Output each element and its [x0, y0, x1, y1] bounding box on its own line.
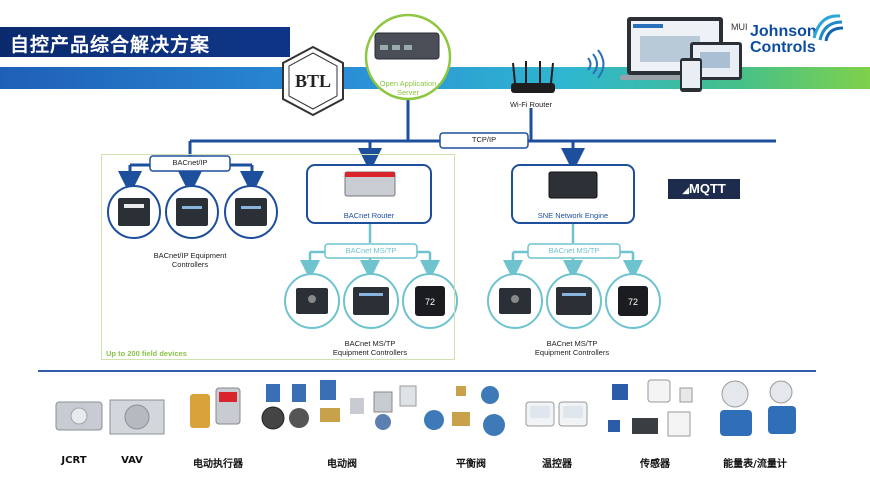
product-label-sensor: 传感器 — [640, 459, 670, 470]
product-label-vav: VAV — [121, 455, 143, 466]
tcpip-label: TCP/IP — [471, 135, 497, 144]
sne-engine-label: SNE Network Engine — [537, 211, 609, 220]
product-label-energy-meter: 能量表/流量计 — [723, 459, 787, 470]
sensor-icons — [608, 379, 693, 437]
logo-line-2: Controls — [750, 39, 816, 56]
mstp-b-label: BACnet MS/TP — [548, 246, 600, 255]
thermostat-product-icons — [525, 401, 588, 427]
product-label-balance-valve: 平衡阀 — [456, 459, 486, 470]
product-label-thermostat: 温控器 — [542, 459, 572, 470]
page-title: 自控产品综合解决方案 — [10, 34, 211, 56]
actuator-icon-1 — [190, 394, 210, 428]
bacnet-ip-label: BACnet/IP — [172, 158, 208, 167]
mstp-b-device-icon-2 — [556, 287, 592, 315]
mstp-a-label: BACnet MS/TP — [345, 246, 397, 255]
mstp-b-pill — [527, 243, 621, 259]
sne-device-icon — [548, 171, 598, 199]
energy-meter-icons — [720, 380, 796, 436]
mstp-b-thermostat-icon — [618, 286, 648, 316]
johnson-controls-swirl-icon — [812, 14, 844, 42]
mstp-b-controllers-label: BACnet MS/TP Equipment Controllers — [534, 339, 610, 357]
mqtt-label: MQTT — [689, 181, 726, 196]
ip-controllers-label: BACnet/IP Equipment Controllers — [153, 251, 227, 269]
wifi-router-label: Wi-Fi Router — [509, 100, 553, 109]
electric-valve-icons — [261, 380, 417, 430]
thermostat-display-a: 72 — [424, 297, 435, 307]
logo-line-1: Johnson — [750, 23, 817, 40]
mstp-a-pill — [324, 243, 418, 259]
thermostat-display-b: 72 — [627, 297, 638, 307]
mui-devices-icon — [620, 17, 742, 92]
mqtt-signal-icon: ◢ — [682, 185, 690, 195]
wifi-router-icon — [511, 61, 555, 93]
field-devices-note: Up to 200 field devices — [106, 349, 187, 358]
svg-text:BTL: BTL — [295, 71, 331, 91]
title-bar — [0, 27, 290, 57]
tcpip-pill — [439, 132, 529, 149]
ip-controller-device-icon-3 — [235, 198, 267, 226]
bacnet-ip-pill — [149, 155, 231, 172]
mui-label: MUI — [731, 22, 748, 32]
server-label: Open Application Server — [379, 79, 437, 97]
product-label-actuator: 电动执行器 — [193, 459, 243, 470]
product-label-jcrt: JCRT — [61, 455, 87, 466]
product-icons — [55, 379, 796, 437]
product-label-electric-valve: 电动阀 — [327, 459, 357, 470]
johnson-controls-logo: Johnson Controls — [750, 24, 817, 56]
bacnet-router-label: BACnet Router — [343, 211, 395, 220]
balance-valve-icons — [424, 386, 505, 436]
wifi-signal-icon — [587, 49, 605, 79]
btl-badge-icon: BTL — [282, 45, 344, 117]
mqtt-badge: ◢MQTT — [668, 179, 740, 199]
ip-controller-device-icon-2 — [176, 198, 208, 226]
field-devices-box — [101, 154, 455, 360]
mstp-a-controllers-label: BACnet MS/TP Equipment Controllers — [332, 339, 408, 357]
mstp-a-thermostat-icon — [415, 286, 445, 316]
section-divider — [38, 370, 816, 372]
